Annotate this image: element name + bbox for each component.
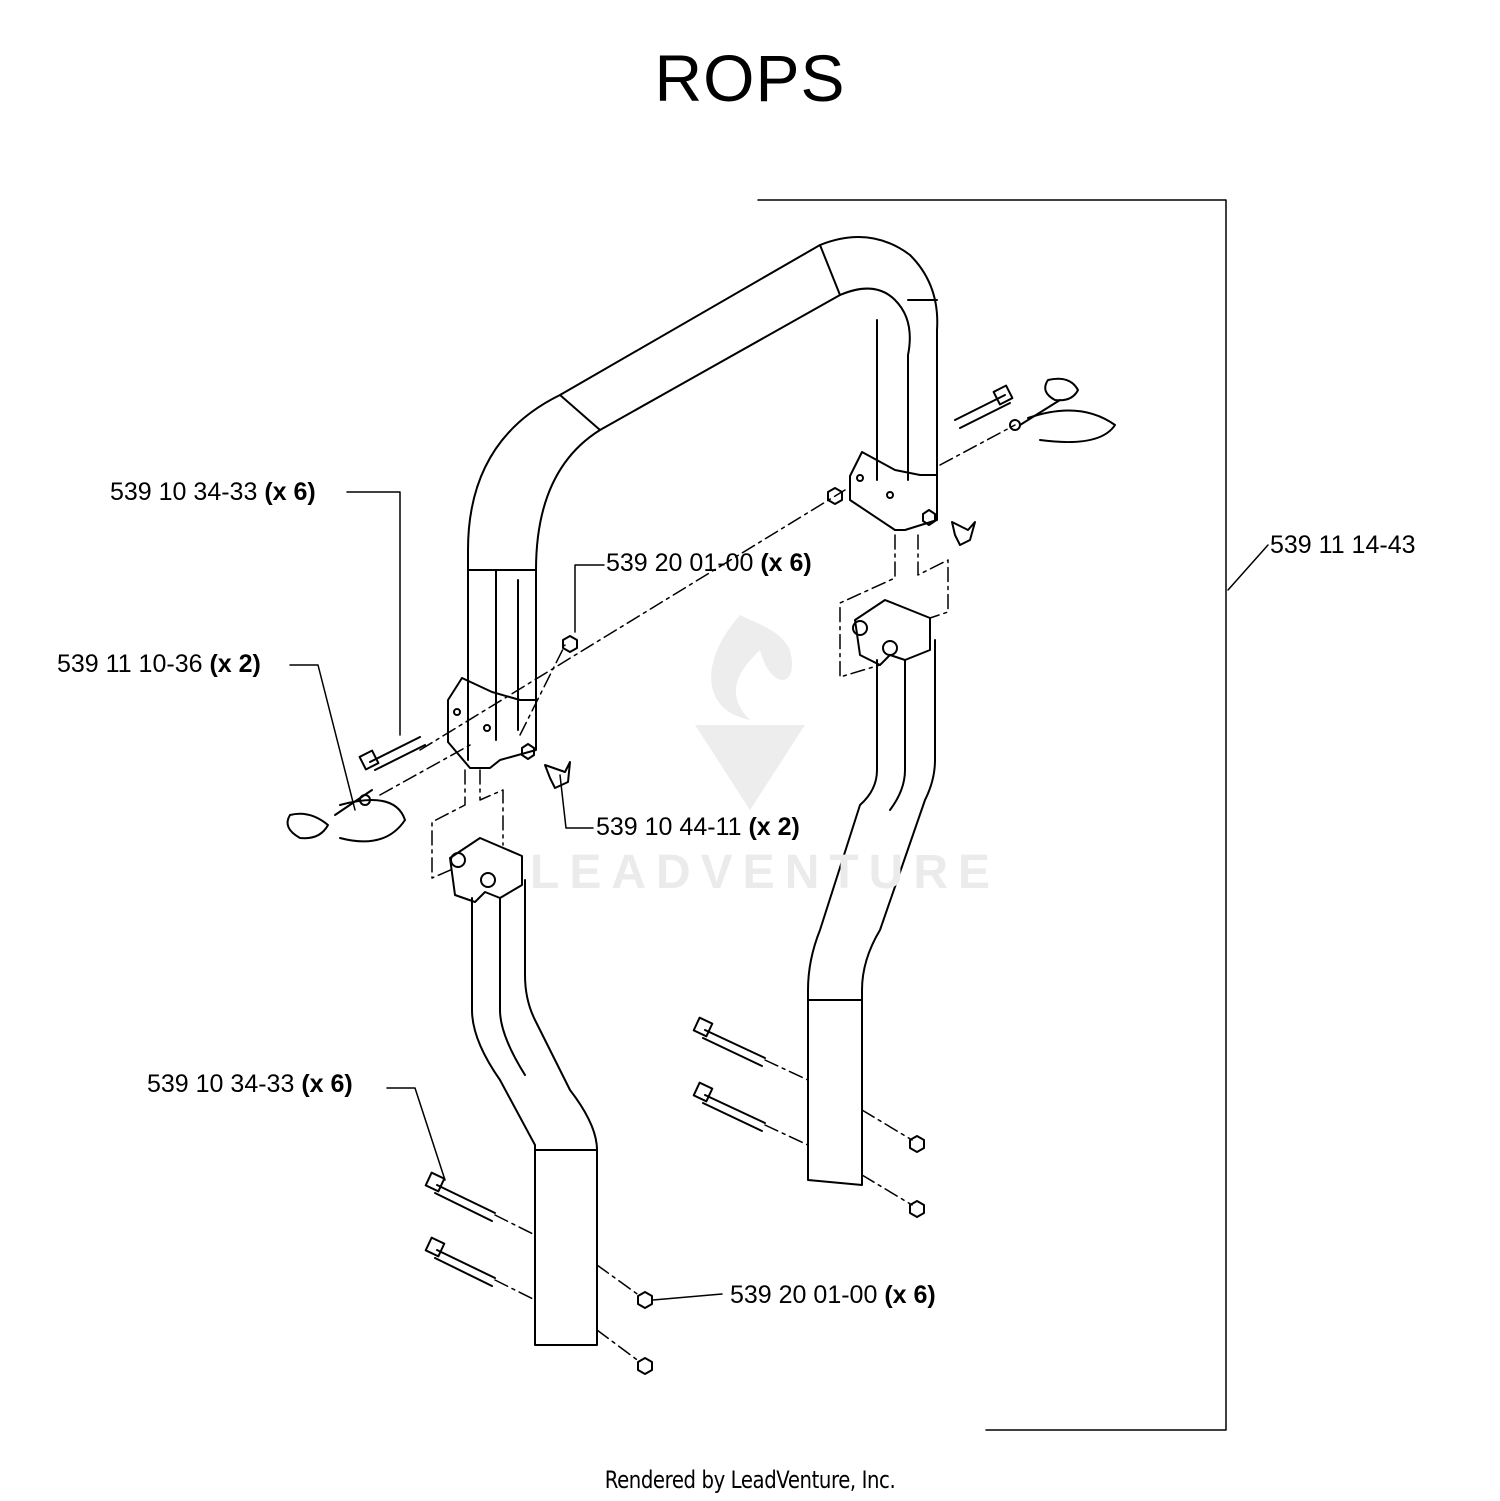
callout-upper-nut: 539 20 01-00 (x 6): [606, 551, 812, 576]
upper-hoop: [447, 236, 939, 769]
right-lower-post: [807, 599, 936, 1186]
part-qty: (x 6): [301, 1070, 353, 1098]
hex-nuts: [521, 487, 936, 1375]
part-number: 539 20 01-00: [606, 549, 754, 577]
left-lower-post: [449, 837, 598, 1346]
part-qty: (x 6): [760, 549, 812, 577]
upper-right-hardware: [951, 377, 1116, 546]
leader-lines: [289, 199, 1269, 1431]
alignment-lines: [379, 424, 1016, 1363]
part-number: 539 10 34-33: [147, 1070, 295, 1098]
part-number: 539 20 01-00: [730, 1281, 878, 1309]
callout-knob: 539 10 44-11 (x 2): [596, 815, 800, 840]
part-qty: (x 6): [884, 1281, 936, 1309]
callout-rops-assembly: 539 11 14-43: [1270, 533, 1416, 558]
callout-upper-bolt: 539 10 34-33 (x 6): [110, 480, 316, 505]
part-number: 539 11 10-36: [57, 650, 203, 678]
callout-lower-bolt: 539 10 34-33 (x 6): [147, 1072, 353, 1097]
part-qty: (x 2): [209, 650, 261, 678]
part-qty: (x 6): [264, 478, 316, 506]
callout-lower-nut: 539 20 01-00 (x 6): [730, 1283, 936, 1308]
footer-credit: Rendered by LeadVenture, Inc.: [604, 1466, 896, 1494]
lower-bolts: [424, 1016, 766, 1287]
part-number: 539 10 34-33: [110, 478, 258, 506]
watermark-logo: [695, 615, 805, 810]
part-qty: (x 2): [748, 813, 800, 841]
callout-lynch-pin: 539 11 10-36 (x 2): [57, 652, 261, 677]
part-number: 539 10 44-11: [596, 813, 742, 841]
watermark-text: LEADVENTURE: [530, 846, 1001, 899]
page-title: ROPS: [654, 41, 846, 115]
part-number: 539 11 14-43: [1270, 531, 1416, 559]
